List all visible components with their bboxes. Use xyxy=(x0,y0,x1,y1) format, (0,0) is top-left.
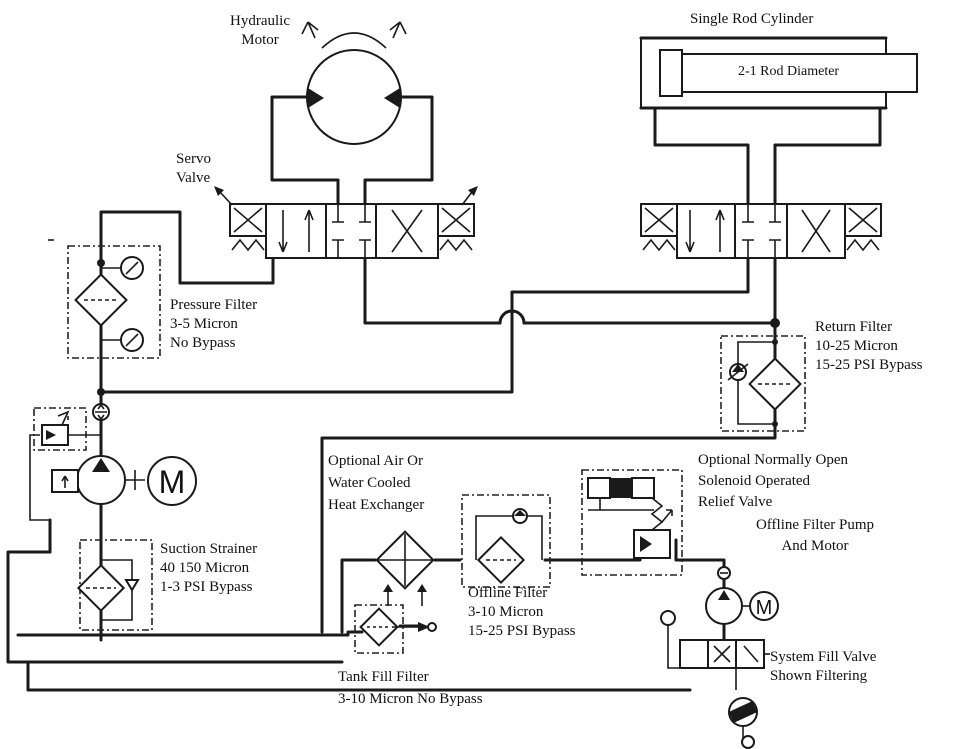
offline-pump-label-line1: Offline Filter Pump xyxy=(755,517,875,533)
pressure-filter-assembly xyxy=(48,239,161,396)
pressure-filter-label-line2: 3-5 Micron xyxy=(170,316,238,332)
return-filter-assembly xyxy=(720,318,806,432)
servo-valve xyxy=(214,186,478,259)
heat-exchanger-label: Optional Air Or Water Cooled Heat Exchan… xyxy=(328,450,424,516)
offline-filter-label-line1: Offline Filter xyxy=(468,585,548,601)
heat-exchanger-label-line1: Optional Air Or xyxy=(328,453,423,469)
relief-valve-label: Optional Normally Open Solenoid Operated… xyxy=(698,450,848,513)
return-filter-label-line2: 10-25 Micron xyxy=(815,338,898,354)
relief-valve-label-line3: Relief Valve xyxy=(698,494,773,510)
heat-exchanger xyxy=(375,530,435,606)
motor-letter: M xyxy=(159,464,186,500)
return-filter-label: Return Filter 10-25 Micron 15-25 PSI Byp… xyxy=(815,318,923,375)
main-pump-assembly: M xyxy=(29,403,197,521)
pressure-filter-label-line3: No Bypass xyxy=(170,335,236,351)
servo-valve-label-line2: Valve xyxy=(176,170,211,186)
servo-valve-label-line1: Servo xyxy=(176,151,211,167)
pressure-filter-label-line1: Pressure Filter xyxy=(170,297,258,313)
offline-filter-assembly xyxy=(461,494,551,588)
hydraulic-motor-label-line1: Hydraulic xyxy=(230,13,290,29)
offline-motor-letter: M xyxy=(756,597,773,619)
suction-strainer-label: Suction Strainer 40 150 Micron 1-3 PSI B… xyxy=(160,540,257,597)
system-fill-valve xyxy=(660,610,770,749)
hydraulic-motor-label-line2: Motor xyxy=(241,32,279,48)
system-fill-valve-label-line1: System Fill Valve xyxy=(770,649,877,665)
relief-valve-label-line1: Optional Normally Open xyxy=(698,452,848,468)
heat-exchanger-label-line3: Heat Exchanger xyxy=(328,497,425,513)
cylinder-valve xyxy=(640,203,882,259)
tank-fill-filter-label-line1: Tank Fill Filter xyxy=(338,669,429,685)
offline-filter-label-line3: 15-25 PSI Bypass xyxy=(468,623,576,639)
suction-strainer-label-line3: 1-3 PSI Bypass xyxy=(160,579,253,595)
offline-pump-label: Offline Filter Pump And Motor xyxy=(740,515,890,557)
offline-filter-label: Offline Filter 3-10 Micron 15-25 PSI Byp… xyxy=(468,584,576,641)
heat-exchanger-label-line2: Water Cooled xyxy=(328,475,411,491)
relief-valve-assembly xyxy=(581,469,683,576)
offline-pump-label-line2: And Motor xyxy=(781,538,849,554)
suction-strainer-label-line1: Suction Strainer xyxy=(160,541,258,557)
tank-fill-filter-label-line2: 3-10 Micron No Bypass xyxy=(338,691,483,707)
tank-fill-filter xyxy=(354,604,437,654)
relief-valve-label-line2: Solenoid Operated xyxy=(698,473,811,489)
return-filter-label-line3: 15-25 PSI Bypass xyxy=(815,357,923,373)
hydraulic-motor xyxy=(301,21,407,145)
suction-strainer-label-line2: 40 150 Micron xyxy=(160,560,250,576)
offline-pump-assembly: M xyxy=(705,566,779,625)
offline-filter-label-line2: 3-10 Micron xyxy=(468,604,544,620)
suction-strainer-assembly xyxy=(76,539,153,631)
system-fill-valve-label-line2: Shown Filtering xyxy=(770,668,868,684)
pressure-filter-label: Pressure Filter 3-5 Micron No Bypass xyxy=(170,296,257,353)
system-fill-valve-label: System Fill Valve Shown Filtering xyxy=(770,648,876,686)
hydraulic-motor-label: Hydraulic Motor xyxy=(210,12,310,50)
return-filter-label-line1: Return Filter xyxy=(815,319,893,335)
tank-fill-filter-label: Tank Fill Filter 3-10 Micron No Bypass xyxy=(338,666,483,710)
single-rod-cylinder-label: Single Rod Cylinder xyxy=(690,11,814,27)
rod-diameter-label: 2-1 Rod Diameter xyxy=(738,64,840,79)
servo-valve-label: Servo Valve xyxy=(176,150,211,188)
main-piping xyxy=(6,95,882,692)
single-rod-cylinder xyxy=(639,36,918,110)
